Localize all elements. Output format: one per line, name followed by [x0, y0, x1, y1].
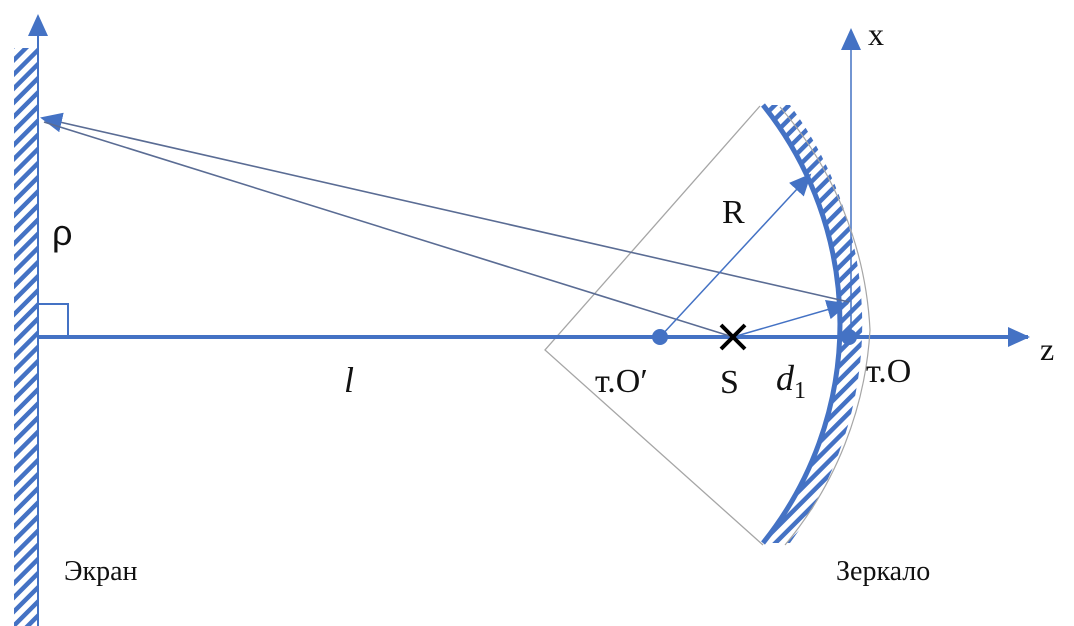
- ray-source-to-mirror: [732, 299, 849, 338]
- label-axis-x: x: [868, 16, 884, 52]
- mirror-sector-outline: [544, 105, 764, 546]
- label-d1: d1: [776, 358, 806, 404]
- point-o-dot: [841, 329, 857, 345]
- label-radius: R: [722, 194, 745, 231]
- ray-source-to-screen: [43, 121, 734, 338]
- concave-mirror: [761, 103, 843, 545]
- label-source: S: [720, 364, 739, 401]
- label-l: l: [344, 360, 354, 400]
- right-angle-mark: [37, 303, 69, 338]
- screen-hatch: [14, 48, 37, 626]
- radius-arrow: [659, 173, 812, 338]
- label-point-o: т.O: [866, 353, 911, 390]
- mirror-hatch: [763, 105, 863, 543]
- source-cross-icon: [719, 323, 747, 351]
- label-mirror: Зеркало: [836, 556, 930, 587]
- ray-mirror-to-screen: [40, 112, 850, 303]
- label-point-o-prime: т.O′: [595, 363, 648, 400]
- label-axis-z: z: [1040, 331, 1054, 367]
- mirror-back-outline: [779, 106, 871, 546]
- label-screen: Экран: [64, 556, 138, 587]
- label-rho: ρ: [52, 212, 72, 253]
- point-o-prime-dot: [652, 329, 668, 345]
